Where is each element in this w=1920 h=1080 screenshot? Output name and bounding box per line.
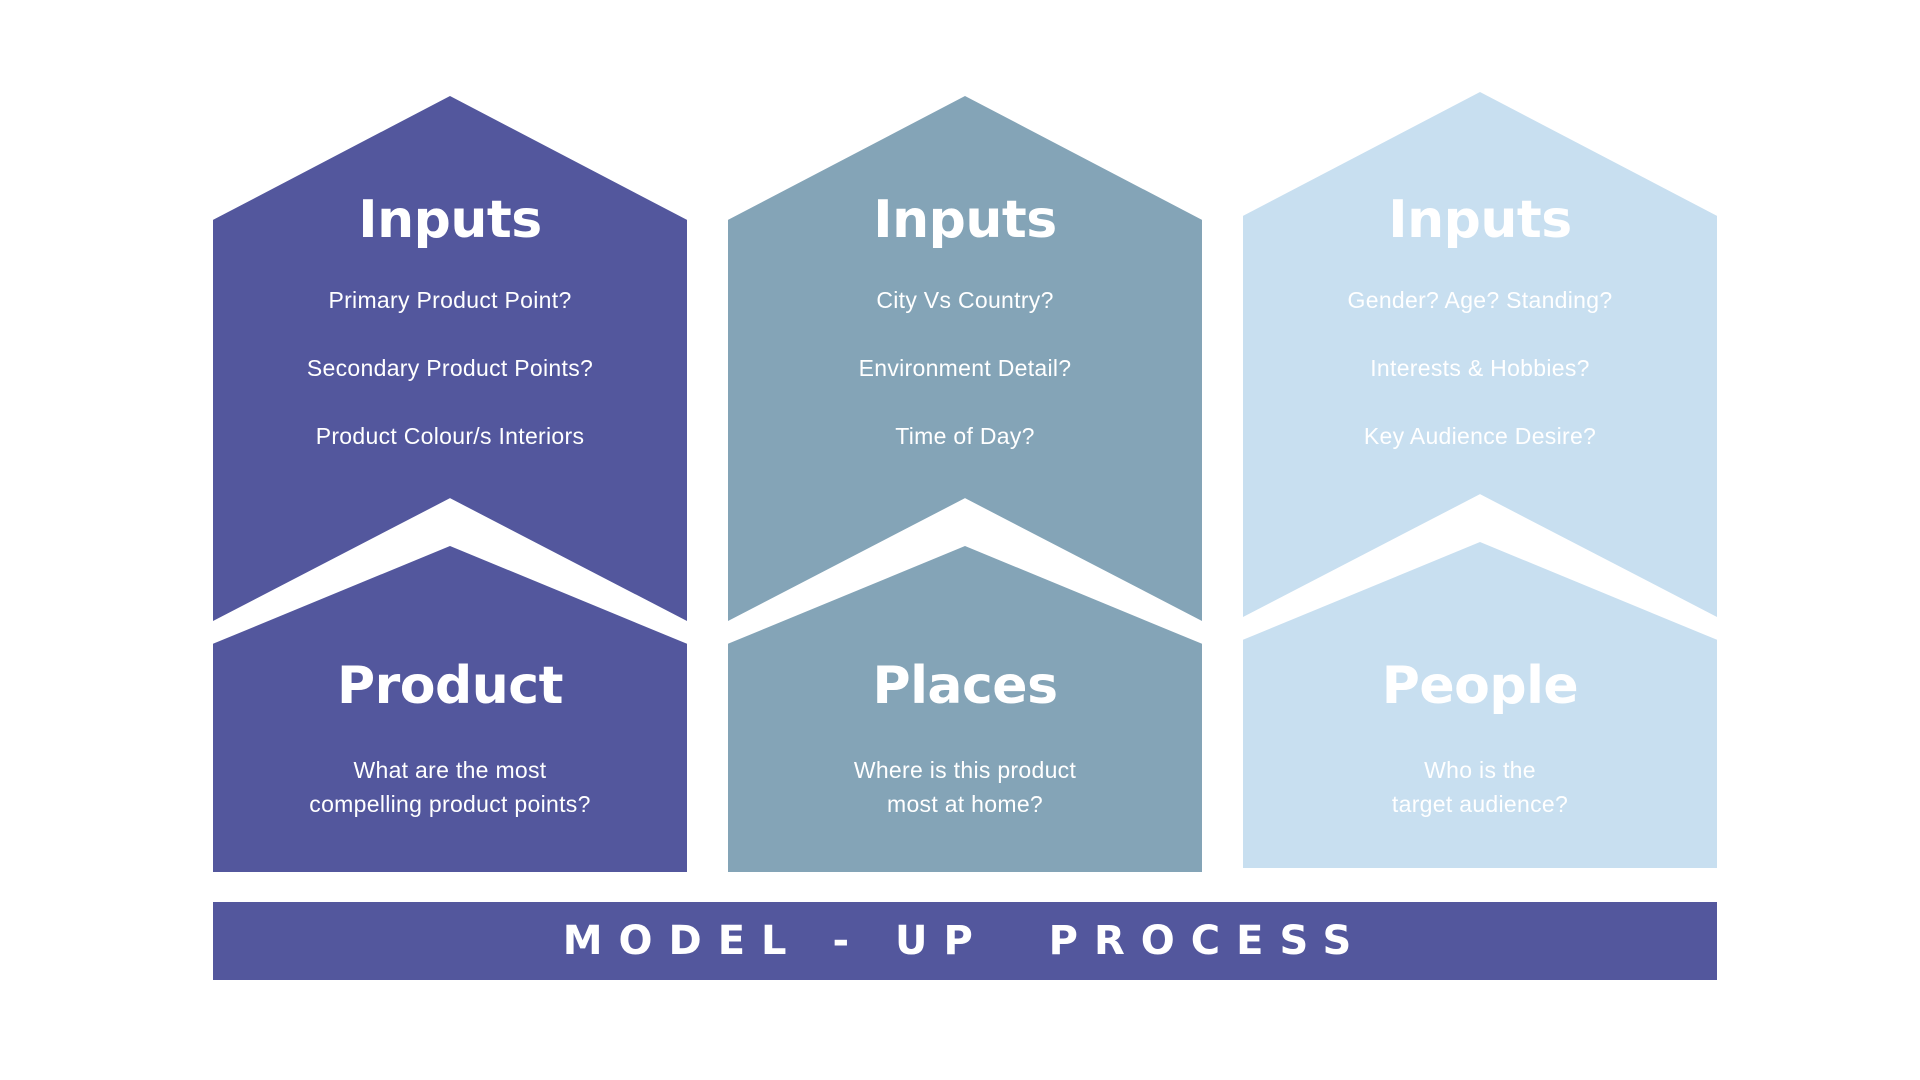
input-item: Primary Product Point? <box>328 287 572 313</box>
category-description: What are the most compelling product poi… <box>213 753 687 821</box>
inputs-list: City Vs Country? Environment Detail? Tim… <box>728 285 1202 489</box>
description-line: compelling product points? <box>309 791 591 817</box>
description-line: What are the most <box>353 757 547 783</box>
category-title: Places <box>872 656 1058 716</box>
input-item: Secondary Product Points? <box>306 355 594 381</box>
input-item: Interests & Hobbies? <box>1370 355 1590 381</box>
process-label: MODEL - UP PROCESS <box>562 918 1368 964</box>
input-item: Product Colour/s Interiors <box>315 423 585 449</box>
inputs-title: Inputs <box>358 190 542 250</box>
inputs-list: Primary Product Point? Secondary Product… <box>213 285 687 489</box>
description-line: most at home? <box>886 791 1044 817</box>
input-item: Environment Detail? <box>858 355 1072 381</box>
input-item: Gender? Age? Standing? <box>1347 287 1613 313</box>
process-banner: MODEL - UP PROCESS <box>213 902 1717 980</box>
category-description: Who is the target audience? <box>1243 753 1717 821</box>
input-item: Key Audience Desire? <box>1363 423 1597 449</box>
category-title: People <box>1381 656 1579 716</box>
category-description: Where is this product most at home? <box>728 753 1202 821</box>
category-title: Product <box>337 656 563 716</box>
description-line: Where is this product <box>853 757 1077 783</box>
inputs-title: Inputs <box>1388 190 1572 250</box>
input-item: City Vs Country? <box>876 287 1054 313</box>
description-line: Who is the <box>1424 757 1536 783</box>
description-line: target audience? <box>1391 791 1569 817</box>
inputs-title: Inputs <box>873 190 1057 250</box>
input-item: Time of Day? <box>895 423 1035 449</box>
inputs-list: Gender? Age? Standing? Interests & Hobbi… <box>1243 285 1717 489</box>
